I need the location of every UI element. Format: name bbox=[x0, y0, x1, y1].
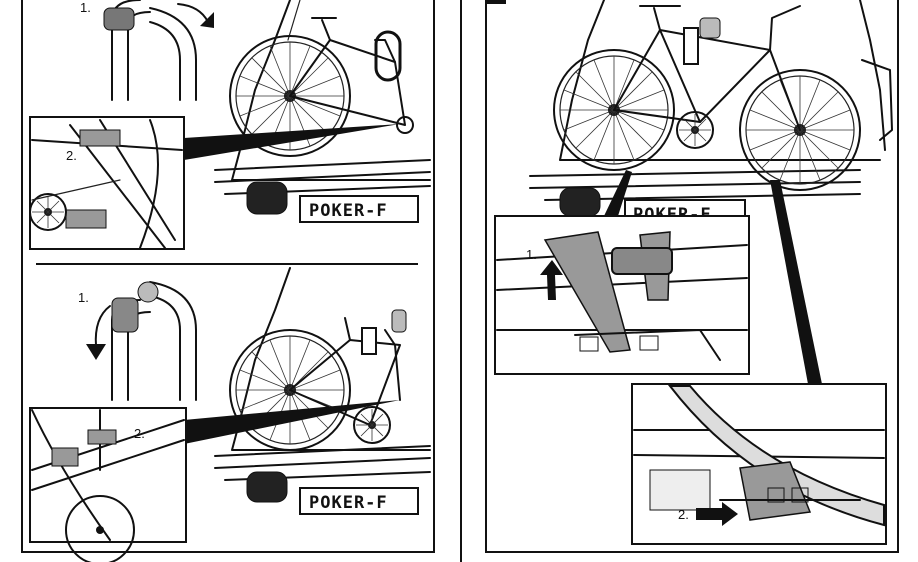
step-1-label: 1. bbox=[80, 0, 91, 15]
callout-wedge-4 bbox=[770, 180, 822, 384]
rotate-arrow-2 bbox=[86, 344, 106, 360]
bike-rack bbox=[214, 159, 431, 223]
car-rear-outline-3 bbox=[559, 0, 881, 161]
pull-up-arrow bbox=[540, 260, 563, 300]
rotate-arrow bbox=[200, 12, 214, 28]
callout-wedge bbox=[184, 124, 400, 160]
holder-arm-step-1 bbox=[103, 0, 214, 101]
callout-wedge-2 bbox=[184, 400, 400, 444]
license-plate-text: POKER-F bbox=[309, 201, 388, 221]
push-right-arrow bbox=[696, 502, 738, 526]
inset-step-1-label: 1. bbox=[526, 247, 537, 262]
left-top-section: POKER-F 1. bbox=[29, 0, 431, 250]
bicycle-2 bbox=[229, 309, 407, 451]
callout-wedge-3 bbox=[604, 170, 632, 216]
left-bottom-section: POKER-F 1. bbox=[29, 267, 431, 562]
inset-step-2-label-b: 2. bbox=[134, 426, 145, 441]
inset-step-2-label: 2. bbox=[678, 507, 689, 522]
inset-step-2-label: 2. bbox=[66, 148, 77, 163]
bike-rack-2 bbox=[214, 445, 431, 515]
bicycle bbox=[229, 17, 414, 157]
left-page-frame bbox=[21, 0, 435, 553]
step-1-label-b: 1. bbox=[78, 290, 89, 305]
left-page: POKER-F 1. bbox=[21, 0, 435, 562]
inset-buckle-detail bbox=[631, 383, 887, 545]
right-page: POKER-F bbox=[485, 0, 899, 553]
inset-detail-2 bbox=[29, 407, 187, 562]
inset-strap-detail bbox=[494, 215, 750, 375]
license-plate-text-2: POKER-F bbox=[309, 493, 388, 513]
right-page-frame bbox=[485, 0, 899, 553]
bicycle-3 bbox=[553, 5, 861, 191]
inset-detail bbox=[29, 116, 185, 250]
holder-arm-step-1-b bbox=[86, 281, 197, 401]
